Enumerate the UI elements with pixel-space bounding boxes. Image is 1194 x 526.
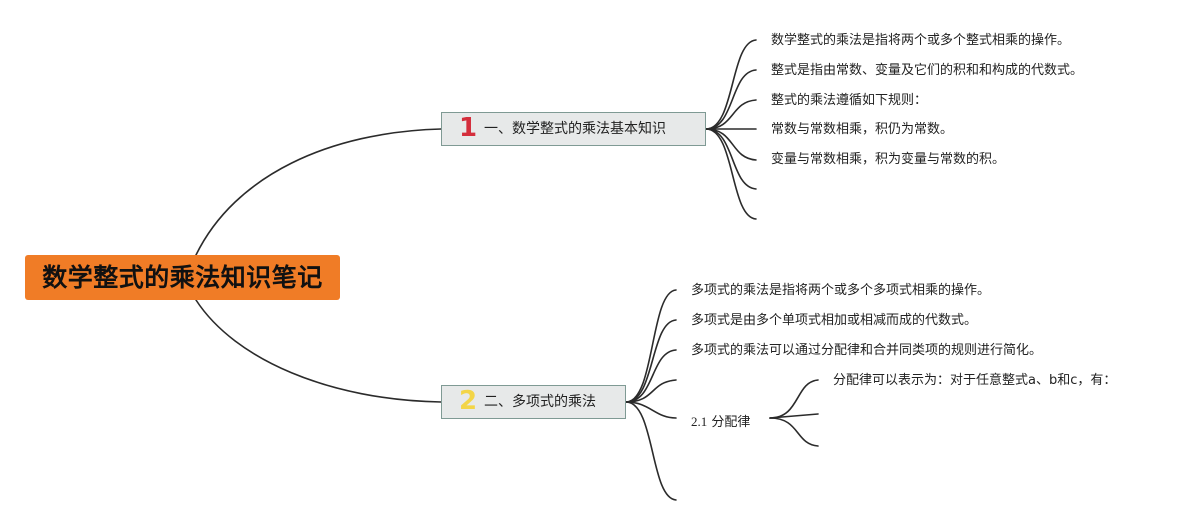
connector-sub-leaf-2 xyxy=(769,413,819,419)
connector-b2-leaf-4 xyxy=(625,379,677,403)
branch-label: 二、多项式的乘法 xyxy=(484,394,596,410)
connector-sub-leaf-1 xyxy=(769,379,819,419)
connector-b1-leaf-7 xyxy=(705,128,757,220)
connector-root-branch-2 xyxy=(195,299,442,403)
number-1-icon: 1 xyxy=(459,113,478,143)
connector-b1-leaf-1 xyxy=(705,39,757,130)
connector-b2-leaf-1 xyxy=(625,289,677,403)
connector-root-branch-1 xyxy=(195,128,442,256)
leaf-topic[interactable]: 多项式的乘法可以通过分配律和合并同类项的规则进行简化。 xyxy=(691,343,1043,358)
subtopic-number: 2.1 xyxy=(691,414,708,429)
connector-b1-leaf-2 xyxy=(705,69,757,130)
leaf-topic[interactable]: 常数与常数相乘，积仍为常数。 xyxy=(771,122,954,137)
branch-label: 一、数学整式的乘法基本知识 xyxy=(484,121,666,137)
number-2-icon: 2 xyxy=(459,386,478,416)
branch-topic-polynomial-multiplication[interactable]: 2 二、多项式的乘法 xyxy=(441,385,626,419)
subtopic-label: 分配律 xyxy=(711,415,751,430)
root-title: 数学整式的乘法知识笔记 xyxy=(42,263,323,292)
connector-b2-leaf-6 xyxy=(625,401,677,501)
leaf-topic[interactable]: 整式的乘法遵循如下规则： xyxy=(771,93,928,108)
leaf-topic[interactable]: 多项式的乘法是指将两个或多个多项式相乘的操作。 xyxy=(691,283,991,298)
leaf-topic[interactable]: 多项式是由多个单项式相加或相减而成的代数式。 xyxy=(691,313,978,328)
subtopic-distributive-law[interactable]: 2.1 分配律 xyxy=(691,411,750,430)
leaf-topic[interactable]: 整式是指由常数、变量及它们的积和和构成的代数式。 xyxy=(771,63,1084,78)
branch-topic-basic-knowledge[interactable]: 1 一、数学整式的乘法基本知识 xyxy=(441,112,706,146)
connector-b2-leaf-2 xyxy=(625,319,677,403)
connector-sub-leaf-3 xyxy=(769,417,819,447)
leaf-topic[interactable]: 数学整式的乘法是指将两个或多个整式相乘的操作。 xyxy=(771,33,1071,48)
leaf-topic[interactable]: 分配律可以表示为：对于任意整式a、b和c，有： xyxy=(833,373,1117,388)
leaf-topic[interactable]: 变量与常数相乘，积为变量与常数的积。 xyxy=(771,152,1006,167)
connector-b2-leaf-3 xyxy=(625,349,677,403)
root-topic[interactable]: 数学整式的乘法知识笔记 xyxy=(25,255,340,300)
